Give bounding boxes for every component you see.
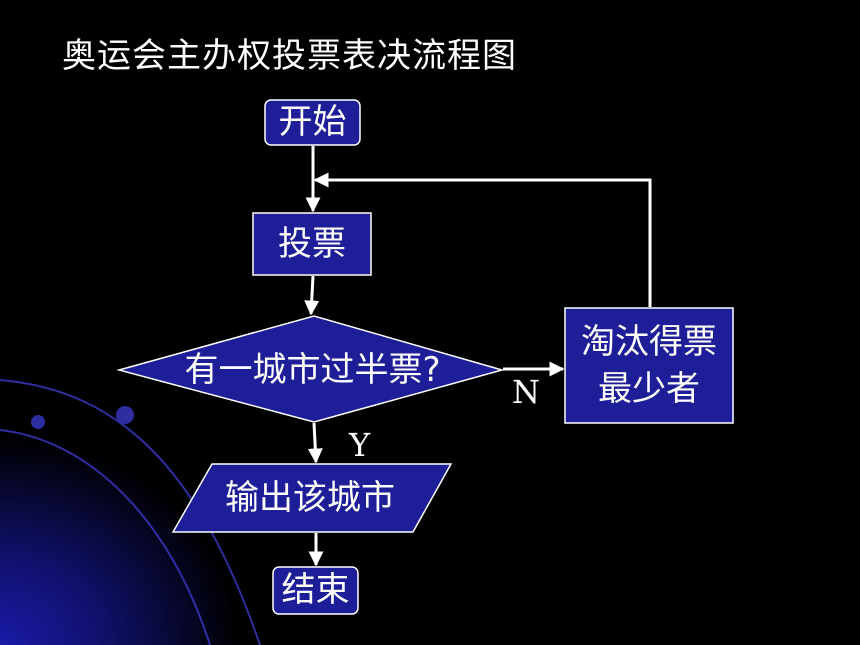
- end-node: [272, 566, 359, 615]
- start-node: [264, 99, 361, 146]
- output-node: [171, 463, 453, 533]
- edge-eliminate-loop-back: [313, 172, 652, 307]
- end-node-label: 结束: [281, 570, 350, 610]
- output-node-label: 输出该城市: [225, 478, 395, 518]
- edge-label-yes: Y: [349, 426, 371, 464]
- page-title: 奥运会主办权投票表决流程图: [62, 36, 517, 76]
- edge-decision-to-output: [307, 422, 323, 464]
- eliminate-node-label-line2: 最少者: [598, 369, 700, 409]
- decision-node: [116, 315, 505, 423]
- start-node-label: 开始: [278, 102, 347, 142]
- vote-node-label: 投票: [278, 224, 346, 264]
- edge-label-no: N: [512, 373, 540, 411]
- decorative-lines: [0, 379, 261, 645]
- decision-node-label: 有一城市过半票?: [184, 350, 441, 390]
- edge-vote-to-decision: [304, 275, 320, 316]
- eliminate-node-label-line1: 淘汰得票: [581, 322, 717, 362]
- eliminate-node: [564, 307, 734, 424]
- vote-node: [252, 212, 372, 276]
